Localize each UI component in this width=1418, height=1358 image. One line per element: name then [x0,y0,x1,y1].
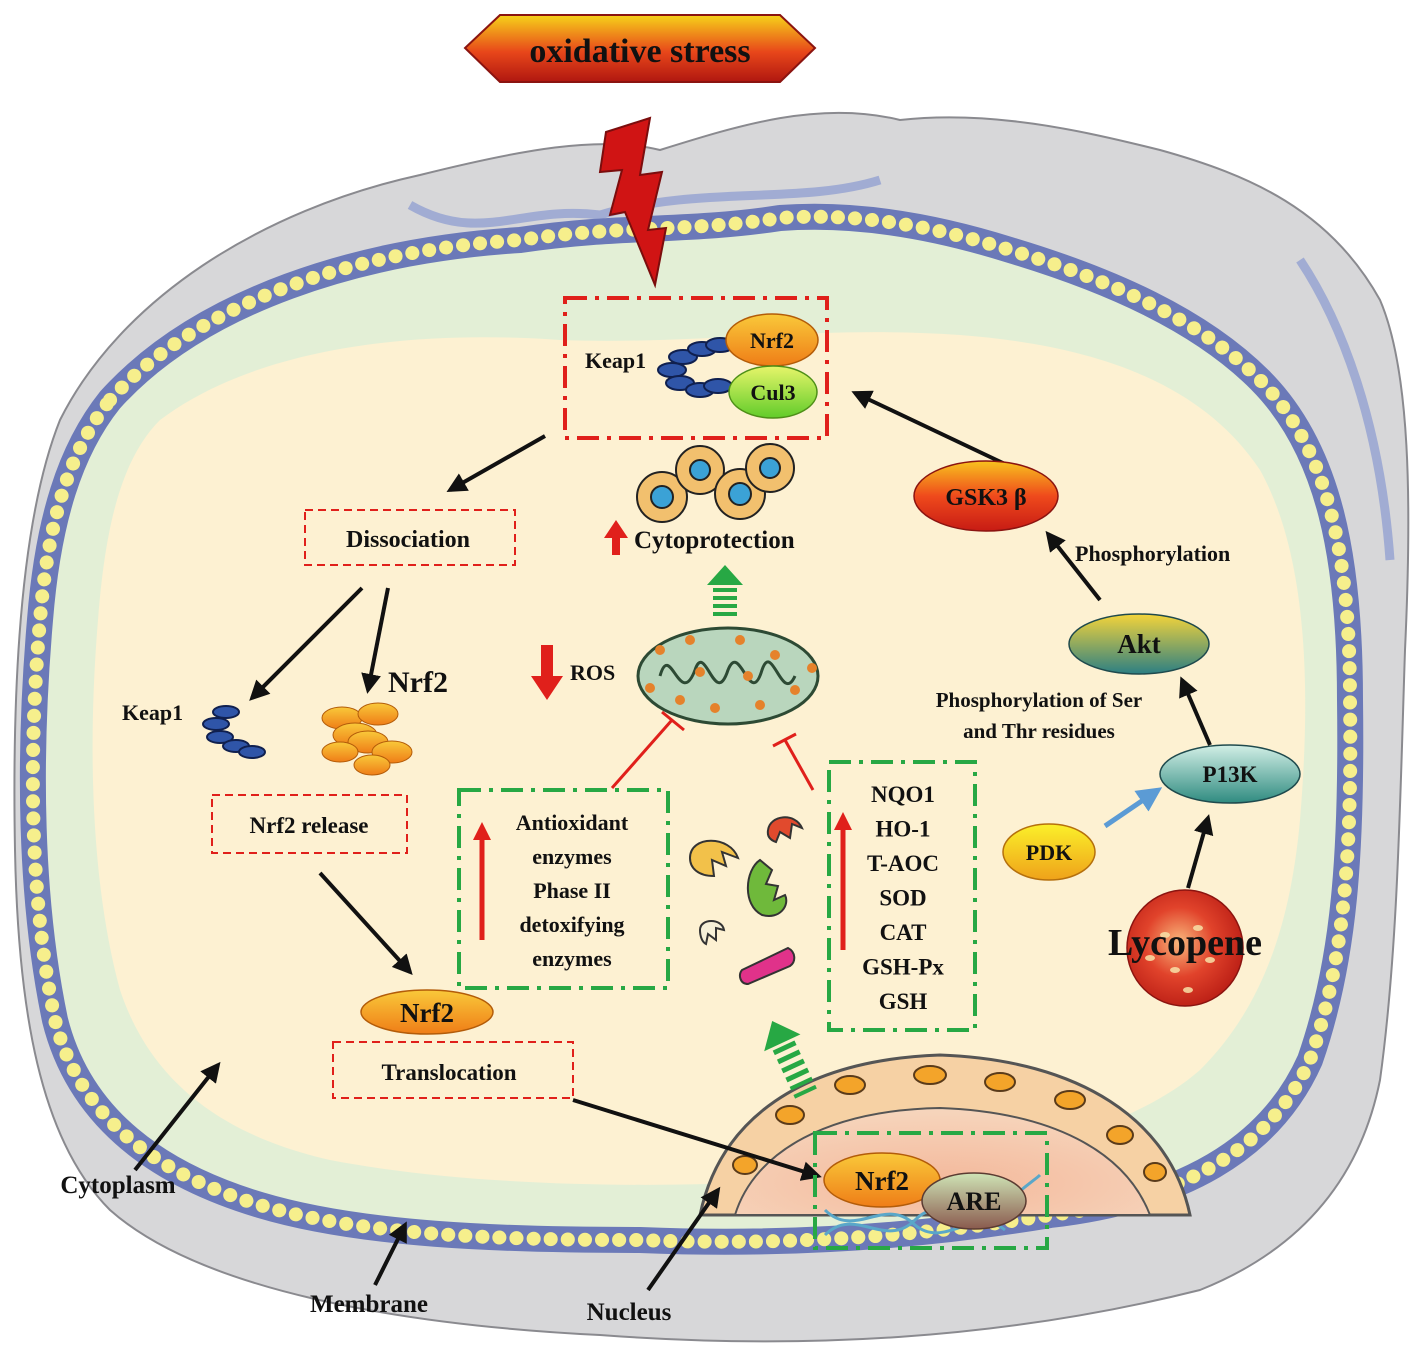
nrf2-release-box [211,794,408,854]
markers-box [827,760,977,1032]
green-striped-arrow-from-nucleus-icon [764,1021,817,1099]
ros-label: ROS [570,660,615,685]
dissociation-box [304,509,516,566]
arrow-gsk3b-to-complex [851,390,1006,466]
inhibition-lines [610,710,815,791]
marker-t-aoc: T-AOC [867,851,939,876]
antioxidant-line-4: detoxifying [519,912,624,937]
phos-ser-thr-line-2: and Thr residues [963,719,1115,743]
tomato-icon [1126,889,1244,1007]
cytoplasm-label: Cytoplasm [60,1172,175,1199]
complex-cul3-label: Cul3 [750,380,795,405]
translocation-box [332,1041,574,1099]
nrf2-pill-label: Nrf2 [400,998,454,1028]
antioxidant-line-1: Antioxidant [516,810,629,835]
marker-nqo1: NQO1 [871,782,935,807]
nucleus-label: Nucleus [587,1299,672,1326]
pi3k-label: P13K [1203,762,1258,787]
membrane-lipid-heads [25,209,1358,1249]
down-arrow-ros-icon [531,645,563,700]
antioxidant-up-arrow-head [473,822,491,840]
nucleus-are-blob [921,1172,1027,1230]
free-nrf2-cluster-icon [321,702,413,776]
gsk3b-blob [913,460,1059,532]
arrow-to-nrf2 [361,587,390,694]
antioxidant-line-2: enzymes [532,844,612,869]
arrow-akt-to-gsk3b [1045,530,1102,602]
arrow-cytoplasm [133,1061,221,1172]
dissociation-label: Dissociation [346,527,470,553]
nrf2-release-label: Nrf2 release [250,813,369,838]
arrow-to-translocation [318,871,413,975]
mitochondrion-icon [636,626,820,726]
free-keap1-icon [202,705,266,759]
arrow-to-dissociation [446,434,546,492]
marker-cat: CAT [880,920,927,945]
marker-sod: SOD [879,886,926,911]
pdk-label: PDK [1026,840,1072,865]
damaged-organelles-icon [688,816,804,986]
phosphorylation-label: Phosphorylation [1075,541,1230,566]
keap1-complex-box [563,296,829,440]
up-arrow-cytoprotection-icon [604,520,628,555]
nrf2-pill [360,989,494,1035]
marker-gsh: GSH [879,989,928,1014]
pi3k-blob [1159,744,1301,804]
pdk-blob [1002,823,1096,881]
arrow-to-keap1 [249,586,364,701]
gsk3b-label: GSK3 β [945,485,1026,511]
arrow-to-nucleus [572,1098,822,1181]
complex-nrf2-label: Nrf2 [750,328,794,353]
arrow-membrane [373,1221,407,1286]
cytoprotection-label: Cytoprotection [634,527,795,554]
phos-ser-thr-line-1: Phosphorylation of Ser [936,688,1143,712]
nrf2-are-box [813,1131,1049,1250]
nucleus-nrf2-label: Nrf2 [855,1166,909,1196]
membrane-label: Membrane [310,1291,428,1318]
arrow-pdk-to-pi3k [1103,787,1163,829]
complex-cul3-blob [728,365,818,419]
green-striped-up-arrow-icon [707,565,743,616]
marker-gsh-px: GSH-Px [862,955,944,980]
translocation-label: Translocation [381,1060,516,1085]
antioxidant-line-5: enzymes [532,946,612,971]
antioxidant-line-3: Phase II [533,878,611,903]
keap1-protein-icon [657,337,735,398]
lycopene-label: Lycopene [1108,922,1262,964]
oxidative-stress-banner [463,14,817,83]
marker-ho-1: HO-1 [876,817,931,842]
antioxidant-box [457,788,670,990]
free-keap1-label: Keap1 [122,700,183,725]
akt-label: Akt [1117,629,1161,659]
lightning-bolt-icon [598,116,668,289]
arrow-pi3k-to-akt [1179,676,1212,746]
healthy-cells-icon [636,443,795,523]
nucleus-are-label: ARE [947,1187,1002,1216]
free-nrf2-label: Nrf2 [388,666,448,699]
arrow-nucleus-label [646,1186,721,1292]
akt-blob [1068,613,1210,675]
complex-keap1-label: Keap1 [585,348,646,373]
markers-up-arrow-head [834,812,852,830]
arrow-lycopene-to-pi3k [1186,814,1214,889]
oxidative-stress-label: oxidative stress [529,33,750,70]
